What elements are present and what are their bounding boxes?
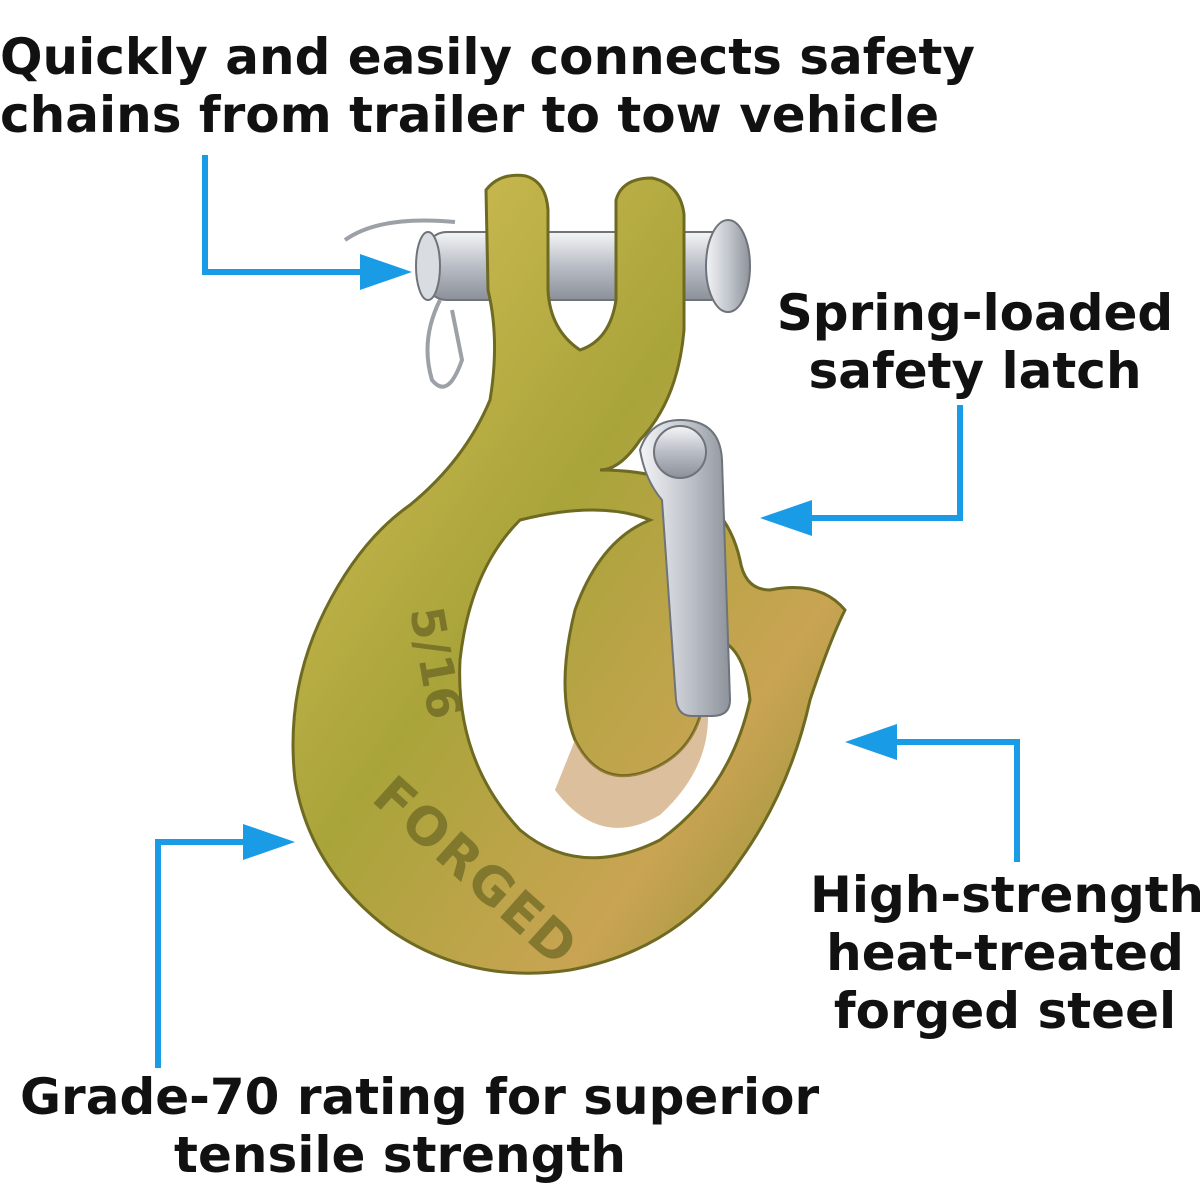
cotter-pin	[343, 218, 465, 389]
arrow-latch	[800, 405, 963, 521]
arrow-icon	[760, 500, 812, 536]
callout-connects-line2: chains from trailer to tow vehicle	[0, 86, 940, 144]
arrow-connects	[202, 155, 372, 275]
clevis-pin	[424, 231, 744, 301]
arrow-icon	[360, 254, 412, 290]
arrow-steel	[885, 739, 1020, 862]
callout-connects-line1: Quickly and easily connects safety	[0, 28, 975, 86]
callout-grade-line1: Grade-70 rating for superior	[20, 1068, 820, 1126]
latch-pivot	[653, 425, 707, 479]
callout-grade-line2: tensile strength	[174, 1126, 626, 1184]
callout-steel-line2: heat-treated	[826, 924, 1184, 982]
callout-steel-line3: forged steel	[833, 982, 1177, 1040]
arrow-icon	[243, 824, 295, 860]
callout-latch-line1: Spring-loaded	[776, 284, 1174, 342]
arrow-grade	[155, 839, 255, 1068]
callout-latch-line2: safety latch	[808, 342, 1142, 400]
callout-connects: Quickly and easily connects safety chain…	[0, 28, 975, 144]
callout-latch: Spring-loaded safety latch	[760, 284, 1190, 400]
safety-latch	[638, 418, 732, 717]
callout-grade: Grade-70 rating for superior tensile str…	[20, 1068, 820, 1184]
callout-steel-line1: High-strength	[810, 866, 1200, 924]
callout-steel: High-strength heat-treated forged steel	[810, 866, 1200, 1040]
arrow-icon	[845, 724, 897, 760]
pin-head	[705, 219, 751, 313]
